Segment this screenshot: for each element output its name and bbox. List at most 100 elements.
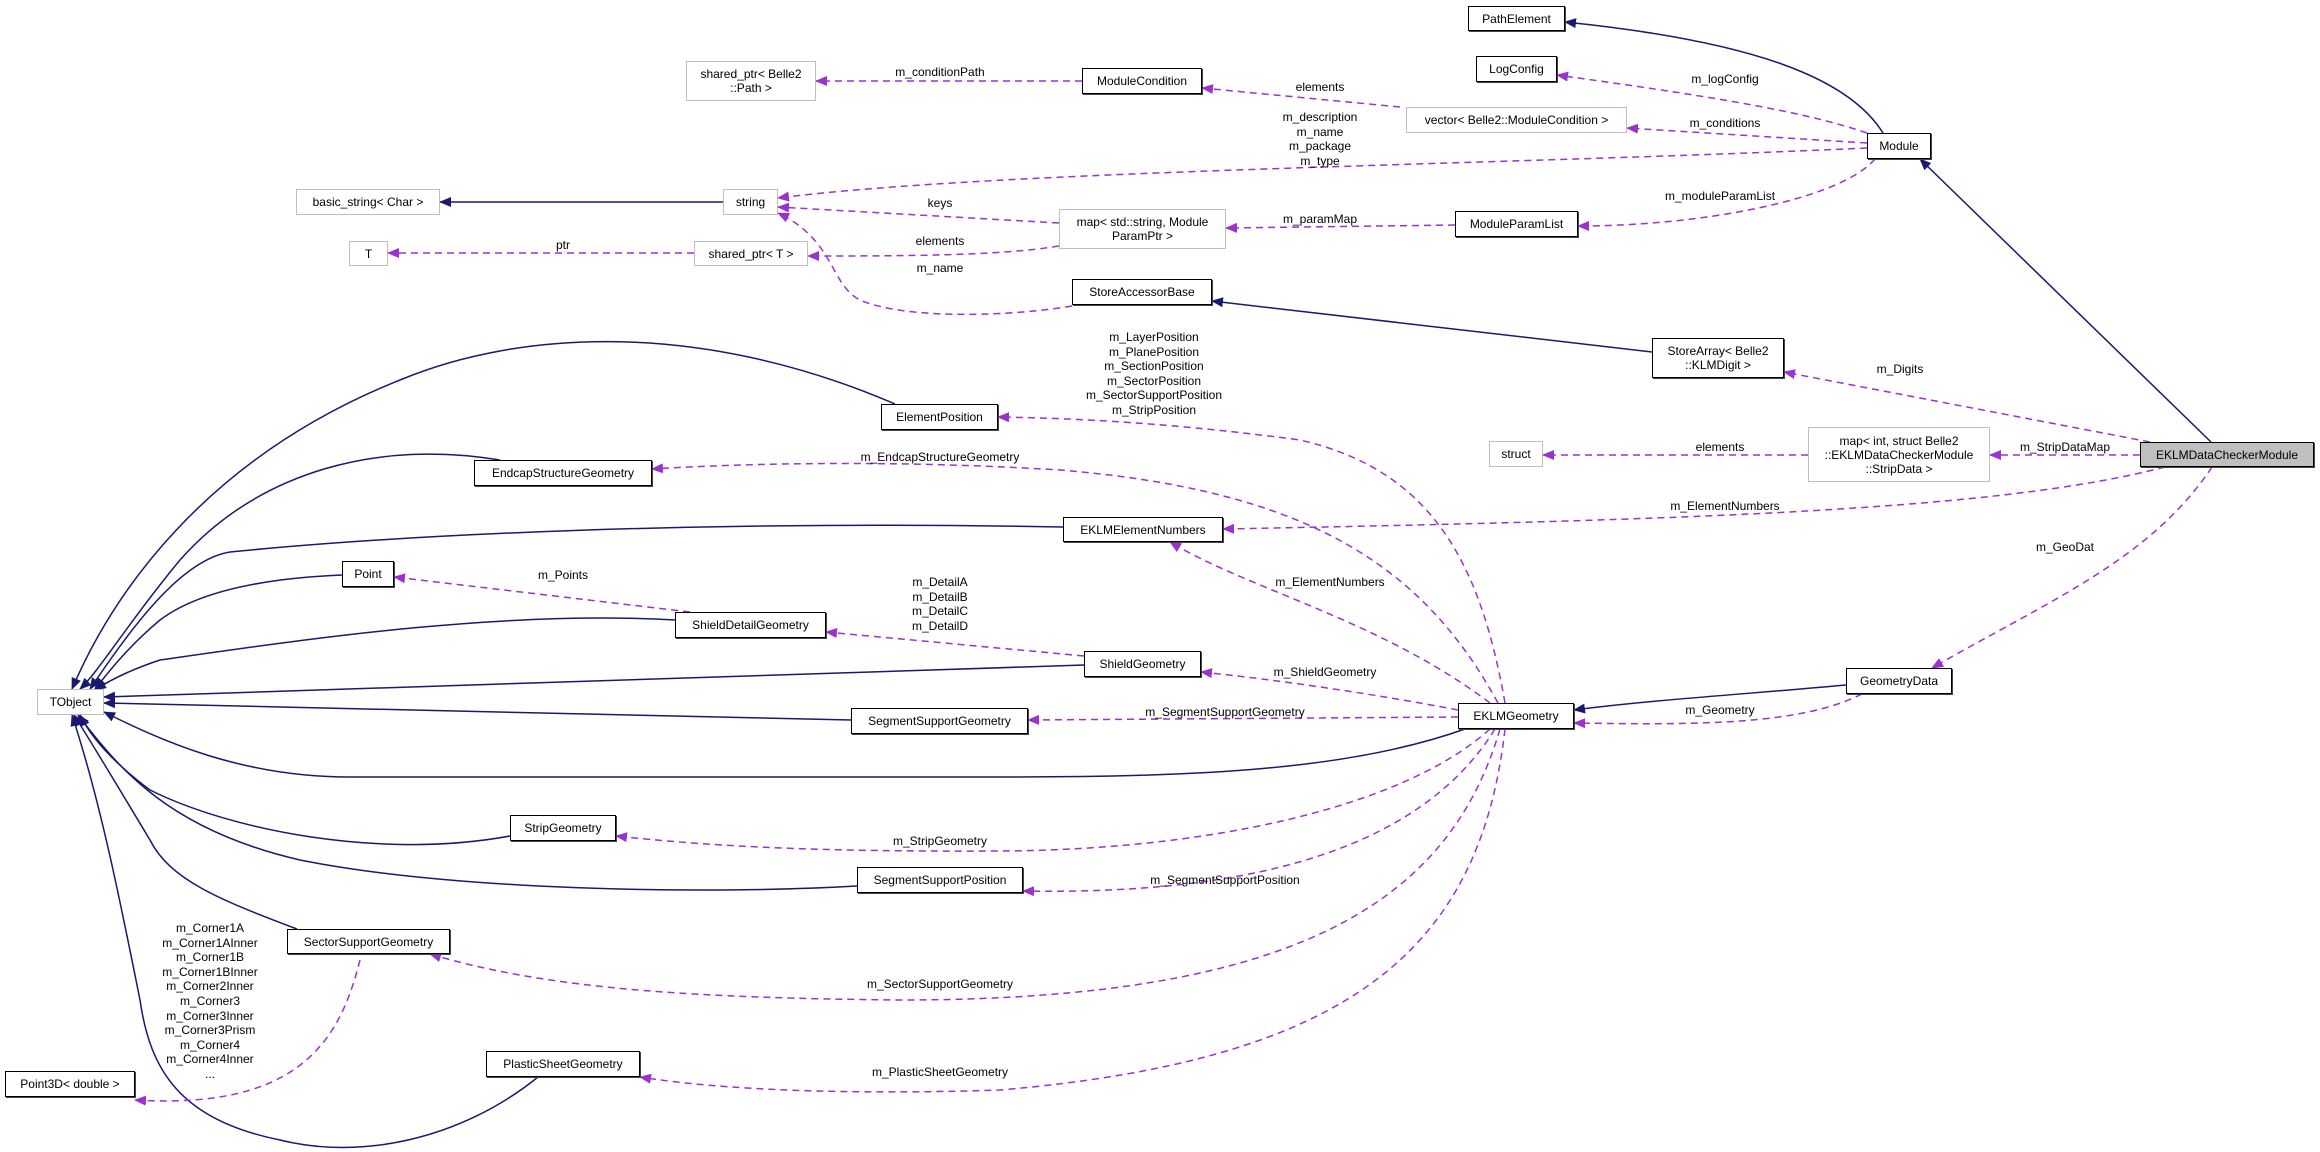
class-node-geometrydata[interactable]: GeometryData: [1846, 668, 1952, 694]
node-label: LogConfig: [1489, 62, 1544, 76]
node-label: ModuleCondition: [1096, 74, 1188, 88]
edge-label-line: m_type: [1300, 153, 1340, 168]
edge-label-line: m_name: [1296, 124, 1344, 139]
use-eklmgeometry-elementnumbers: [1169, 541, 1491, 704]
edge-label-line: ...: [204, 1066, 216, 1081]
class-node-pathelement[interactable]: PathElement: [1468, 6, 1565, 31]
class-node-struct[interactable]: struct: [1489, 441, 1543, 467]
class-node-sectorsupportgeometry[interactable]: SectorSupportGeometry: [287, 929, 450, 954]
edge-label-line: m_LayerPosition: [1109, 330, 1199, 344]
node-label: SegmentSupportGeometry: [868, 714, 1011, 728]
edge-label-line: m_Corner1AInner: [162, 935, 258, 950]
edge-label: m_Geometry: [1685, 703, 1755, 717]
node-label: map< int, struct Belle2: [1839, 433, 1959, 448]
inherit-shielddetail-tobject: [94, 617, 676, 691]
use-eklmgeometry-strip: [615, 728, 1491, 852]
node-label: GeometryData: [1859, 674, 1939, 688]
class-node-plasticsheetgeometry[interactable]: PlasticSheetGeometry: [486, 1051, 640, 1077]
class-node-tobject[interactable]: TObject: [37, 689, 104, 715]
inherit-point-tobject: [94, 574, 343, 690]
node-label: PlasticSheetGeometry: [503, 1057, 623, 1071]
inherit-segsupgeo-tobject: [103, 698, 852, 721]
edge-label: m_moduleParamList: [1664, 189, 1776, 203]
inherit-eklmgeometry-tobject: [103, 711, 1466, 778]
edge-label-line: m_DetailA: [912, 575, 968, 589]
class-node-shared-ptr-t[interactable]: shared_ptr< T >: [694, 241, 808, 266]
use-accessor-string: [777, 212, 1073, 316]
edge-label-line: m_Corner1B: [175, 950, 245, 965]
class-node-shared-ptr-path[interactable]: shared_ptr< Belle2::Path >: [686, 61, 816, 101]
use-checker-storearray: [1783, 369, 2151, 443]
class-node-shieldgeometry[interactable]: ShieldGeometry: [1084, 651, 1201, 677]
edge-label-line: m_PlanePosition: [1108, 344, 1200, 359]
inherit-shield-tobject: [103, 664, 1085, 702]
use-checker-elementnumbers: [1222, 466, 2166, 534]
node-label: TObject: [49, 695, 92, 709]
use-module-string: [777, 147, 1868, 202]
edge-label-line: m_DetailB: [912, 589, 968, 604]
node-label: struct: [1501, 447, 1531, 461]
use-eklmgeometry-shield: [1200, 668, 1459, 711]
class-node-t[interactable]: T: [349, 241, 388, 266]
class-node-eklmdatacheckermodule[interactable]: EKLMDataCheckerModule: [2140, 442, 2314, 467]
class-node-basic-string[interactable]: basic_string< Char >: [296, 189, 440, 215]
use-eklmgeometry-sectorsup: [429, 728, 1501, 1001]
use-eklmgeometry-segsuppos: [1022, 728, 1496, 897]
class-node-segmentsupportgeometry[interactable]: SegmentSupportGeometry: [851, 708, 1028, 734]
edge-label: m_logConfig: [1691, 72, 1759, 86]
node-label: ShieldDetailGeometry: [692, 618, 809, 632]
class-node-logconfig[interactable]: LogConfig: [1476, 56, 1557, 82]
node-label: PathElement: [1482, 11, 1551, 26]
class-node-module[interactable]: Module: [1867, 133, 1931, 159]
class-node-point3d-double[interactable]: Point3D< double >: [5, 1071, 135, 1097]
node-label: SectorSupportGeometry: [303, 934, 434, 949]
edge-label: elements: [1295, 80, 1345, 94]
inherit-strip-tobject: [79, 714, 511, 846]
node-label: EKLMDataCheckerModule: [2155, 447, 2299, 462]
class-node-string[interactable]: string: [723, 189, 778, 215]
class-node-shielddetailgeometry[interactable]: ShieldDetailGeometry: [675, 612, 826, 638]
class-node-modulecondition[interactable]: ModuleCondition: [1082, 68, 1202, 94]
edge-label: elements: [1695, 440, 1745, 454]
edge-label: m_GeoDat: [2035, 540, 2095, 554]
edge-label-line: m_DetailD: [911, 618, 969, 633]
inherit-checker-module: [1919, 158, 2212, 443]
use-eklmgeometry-plastic: [639, 728, 1506, 1093]
use-geometrydata-eklmgeometry: [1573, 693, 1863, 729]
node-label: StoreAccessorBase: [1089, 285, 1195, 299]
class-node-segmentsupportposition[interactable]: SegmentSupportPosition: [857, 867, 1023, 893]
class-node-elementposition[interactable]: ElementPosition: [881, 404, 998, 430]
class-node-eklmgeometry[interactable]: EKLMGeometry: [1458, 703, 1574, 729]
edge-label: m_PlasticSheetGeometry: [871, 1065, 1009, 1079]
edge-label-line: m_description: [1282, 110, 1358, 124]
edge-label: m_name: [916, 261, 964, 275]
edge-label-line: m_Corner4: [179, 1037, 241, 1052]
inherit-endcap-tobject: [79, 453, 501, 690]
edge-label-line: m_DetailC: [911, 604, 969, 619]
node-label: shared_ptr< Belle2: [700, 67, 802, 81]
class-node-map-int-stripdata[interactable]: map< int, struct Belle2::EKLMDataChecker…: [1808, 427, 1990, 482]
class-node-endcapstructuregeometry[interactable]: EndcapStructureGeometry: [474, 460, 652, 486]
class-node-point[interactable]: Point: [342, 561, 394, 587]
edge-label: ptr: [555, 238, 571, 252]
edge-label-corners: m_Corner1A m_Corner1AInner m_Corner1B m_…: [162, 921, 257, 1082]
node-label: ShieldGeometry: [1099, 657, 1186, 671]
edge-label: m_SegmentSupportGeometry: [1145, 705, 1305, 719]
class-node-storearray-klmdigit[interactable]: StoreArray< Belle2::KLMDigit >: [1652, 338, 1784, 378]
edge-label-line: m_Corner4Inner: [166, 1052, 254, 1067]
edge-label-details: m_DetailA m_DetailB m_DetailC m_DetailD: [912, 575, 968, 633]
edge-label: m_SectorSupportGeometry: [866, 977, 1014, 991]
class-node-vector-modulecondition[interactable]: vector< Belle2::ModuleCondition >: [1406, 107, 1627, 133]
class-node-eklmelementnumbers[interactable]: EKLMElementNumbers: [1063, 517, 1223, 542]
edge-label-line: m_SectorSupportPosition: [1085, 388, 1223, 403]
node-label: shared_ptr< T >: [708, 246, 794, 261]
node-label: Point: [354, 567, 382, 581]
class-node-moduleparamlist[interactable]: ModuleParamList: [1455, 211, 1578, 237]
edge-label: m_ShieldGeometry: [1273, 665, 1377, 679]
class-node-stripgeometry[interactable]: StripGeometry: [510, 815, 616, 841]
use-eklmgeometry-elementposition: [997, 412, 1506, 704]
class-node-storeaccessorbase[interactable]: StoreAccessorBase: [1072, 279, 1212, 305]
edge-label-line: m_Corner3Inner: [166, 1008, 254, 1023]
